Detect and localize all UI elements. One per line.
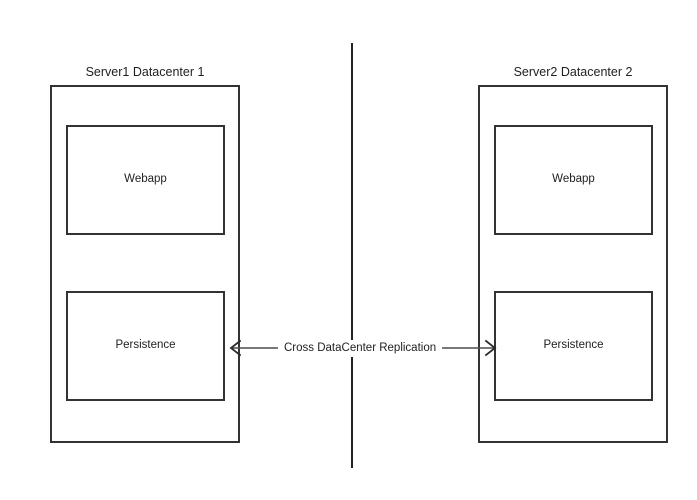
component-box-webapp-right[interactable]: Webapp (494, 125, 653, 235)
server-title-left: Server1 Datacenter 1 (85, 65, 205, 79)
component-label-persistence-right: Persistence (543, 339, 604, 352)
component-box-persistence-left[interactable]: Persistence (66, 291, 225, 401)
component-label-webapp-right: Webapp (552, 173, 595, 186)
component-box-persistence-right[interactable]: Persistence (494, 291, 653, 401)
server-title-right: Server2 Datacenter 2 (513, 65, 633, 79)
component-label-webapp-left: Webapp (124, 173, 167, 186)
vertical-divider-line (351, 43, 353, 468)
component-label-persistence-left: Persistence (115, 339, 176, 352)
replication-arrow-label: Cross DataCenter Replication (278, 340, 443, 357)
component-box-webapp-left[interactable]: Webapp (66, 125, 225, 235)
